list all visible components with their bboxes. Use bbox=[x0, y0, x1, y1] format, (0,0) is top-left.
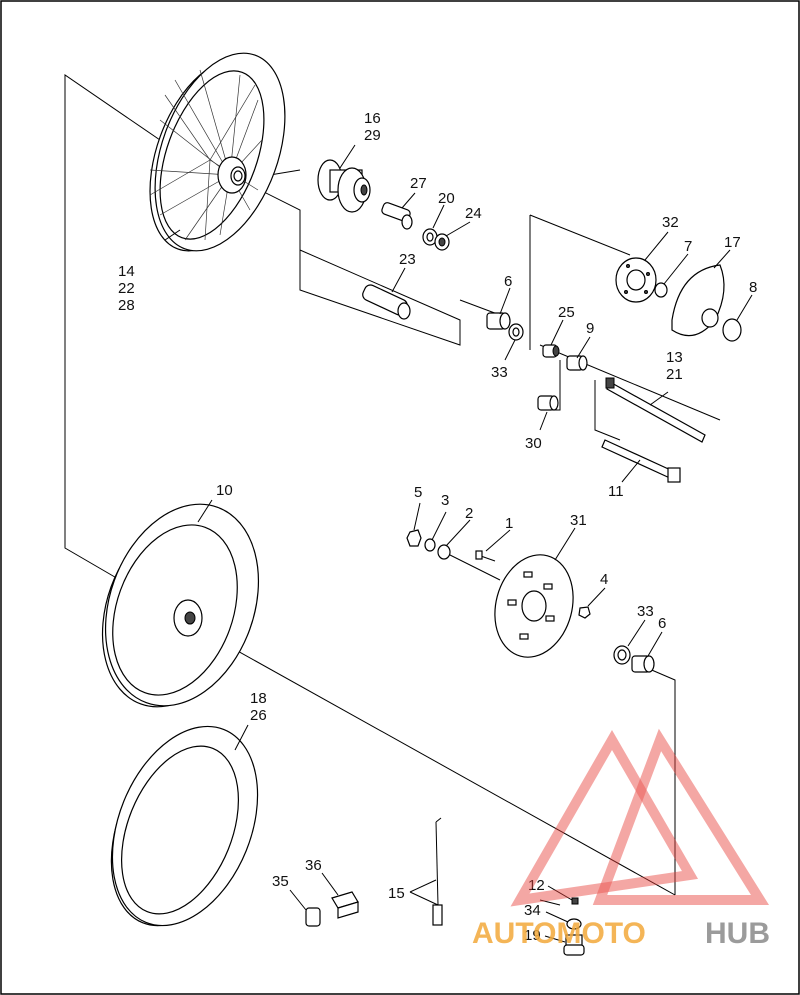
label-16: 16 bbox=[364, 110, 381, 127]
label-19: 19 bbox=[524, 927, 541, 944]
label-1: 1 bbox=[505, 515, 513, 532]
label-9: 9 bbox=[586, 320, 594, 337]
label-3: 3 bbox=[441, 492, 449, 509]
label-17: 17 bbox=[724, 234, 741, 251]
o-ring-7 bbox=[654, 282, 668, 298]
spoke-15 bbox=[432, 817, 443, 926]
washer-2 bbox=[437, 544, 451, 560]
label-8: 8 bbox=[749, 279, 757, 296]
axle-13 bbox=[605, 377, 706, 443]
label-7: 7 bbox=[684, 238, 692, 255]
plate-32 bbox=[615, 257, 657, 303]
seal-33-upper bbox=[508, 323, 524, 341]
label-2: 2 bbox=[465, 505, 473, 522]
label-34: 34 bbox=[524, 902, 541, 919]
bolt-11 bbox=[601, 439, 681, 483]
washer-34 bbox=[566, 918, 582, 930]
spacer-9 bbox=[566, 355, 588, 371]
nut-4 bbox=[578, 606, 591, 619]
brake-disc-31 bbox=[494, 554, 574, 658]
spoke-wheel bbox=[149, 52, 286, 252]
cast-wheel-10 bbox=[101, 503, 260, 708]
callout-labels: 14 22 28 16 29 27 20 24 23 6 33 25 9 30 … bbox=[118, 110, 757, 944]
label-18: 18 bbox=[250, 690, 267, 707]
sleeve-23 bbox=[362, 284, 411, 320]
label-33-lower: 33 bbox=[637, 603, 654, 620]
bearing-6-upper bbox=[486, 312, 511, 330]
nipple-35 bbox=[305, 907, 321, 927]
label-12: 12 bbox=[528, 877, 545, 894]
nut-5 bbox=[406, 529, 422, 547]
label-30: 30 bbox=[525, 435, 542, 452]
label-28: 28 bbox=[118, 297, 135, 314]
label-36: 36 bbox=[305, 857, 322, 874]
watermark-text-red: AUTOMOTO bbox=[472, 917, 646, 950]
label-20: 20 bbox=[438, 190, 455, 207]
bearing-24 bbox=[434, 233, 450, 251]
label-26: 26 bbox=[250, 707, 267, 724]
spacer-25 bbox=[542, 344, 560, 358]
label-32: 32 bbox=[662, 214, 679, 231]
spacer-30 bbox=[537, 395, 559, 411]
label-21: 21 bbox=[666, 366, 683, 383]
label-29: 29 bbox=[364, 127, 381, 144]
valve-cap-12 bbox=[571, 897, 579, 905]
label-10: 10 bbox=[216, 482, 233, 499]
spacer-27 bbox=[381, 202, 413, 230]
bearing-6-lower bbox=[631, 655, 655, 673]
wheel-hub bbox=[317, 159, 371, 213]
label-24: 24 bbox=[465, 205, 482, 222]
ring-8 bbox=[722, 318, 742, 342]
bearing-20 bbox=[422, 228, 438, 246]
cover-17 bbox=[671, 264, 725, 337]
label-22: 22 bbox=[118, 280, 135, 297]
leader-lines bbox=[164, 144, 753, 943]
label-5: 5 bbox=[414, 484, 422, 501]
valve-19 bbox=[563, 934, 585, 956]
label-13: 13 bbox=[666, 349, 683, 366]
label-35: 35 bbox=[272, 873, 289, 890]
label-31: 31 bbox=[570, 512, 587, 529]
label-27: 27 bbox=[410, 175, 427, 192]
label-23: 23 bbox=[399, 251, 416, 268]
seal-33-lower bbox=[613, 645, 631, 665]
watermark-text-gray: HUB bbox=[705, 917, 770, 950]
washer-3 bbox=[424, 538, 436, 552]
label-15: 15 bbox=[388, 885, 405, 902]
automotohub-watermark: AUTOMOTO HUB bbox=[472, 728, 770, 950]
rim-18 bbox=[110, 725, 259, 927]
label-14: 14 bbox=[118, 263, 135, 280]
label-6-upper: 6 bbox=[504, 273, 512, 290]
label-25: 25 bbox=[558, 304, 575, 321]
label-4: 4 bbox=[600, 571, 608, 588]
weight-36 bbox=[331, 891, 359, 919]
label-33-upper: 33 bbox=[491, 364, 508, 381]
bolt-1 bbox=[475, 550, 496, 562]
label-6-lower: 6 bbox=[658, 615, 666, 632]
label-11: 11 bbox=[608, 483, 624, 500]
